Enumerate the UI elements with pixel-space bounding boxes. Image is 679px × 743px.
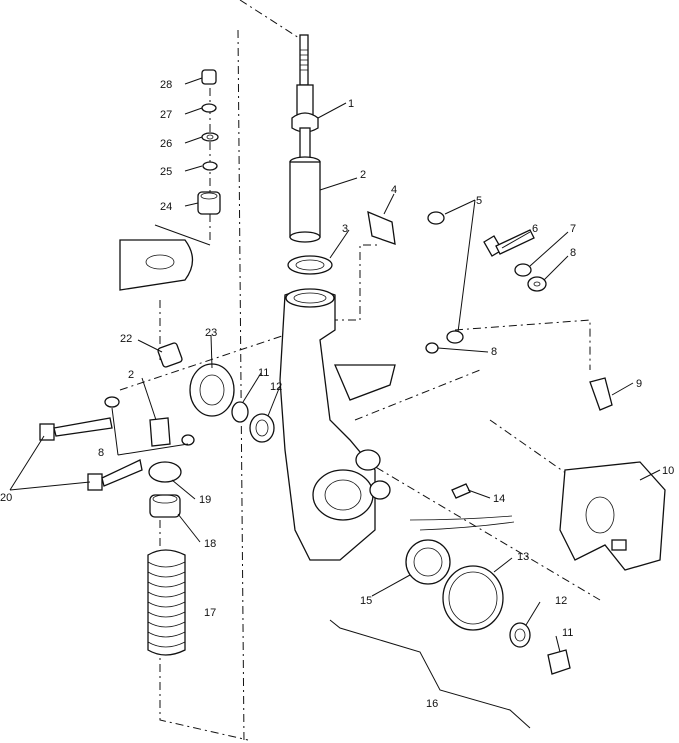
callout-20: 20 [0,492,12,504]
callout-27: 27 [160,109,172,121]
callout-19: 19 [199,494,211,506]
callout-8-middle: 8 [491,346,497,358]
callout-labels: 1 2 3 4 5 6 7 8 8 9 10 11 11 12 12 13 14… [0,79,674,710]
callout-12-right: 12 [555,595,567,607]
pad-part [589,377,613,411]
callout-8-right: 8 [570,247,576,259]
group-bracket-16 [329,619,531,729]
callout-25: 25 [160,166,172,178]
callout-7: 7 [570,223,576,235]
callout-12-left: 12 [270,381,282,393]
callout-14: 14 [493,493,505,505]
callout-11-left: 11 [258,367,269,379]
mount-bracket [119,224,211,291]
callout-1: 1 [348,98,354,110]
callout-3: 3 [342,223,348,235]
callout-28: 28 [160,79,172,91]
callout-15: 15 [360,595,372,607]
callout-11-right: 11 [562,627,573,639]
callout-24: 24 [160,201,172,213]
small-bracket-and-nuts [367,210,464,354]
callout-26: 26 [160,138,172,150]
callout-9: 9 [636,378,642,390]
left-side-parts [39,342,275,518]
callout-2: 2 [360,169,366,181]
brake-caliper-part [559,461,666,571]
callout-6: 6 [532,223,538,235]
callout-18: 18 [204,538,216,550]
callout-8-left: 8 [98,447,104,459]
bolt-washers-right [483,229,547,292]
callout-17: 17 [204,607,216,619]
callout-10: 10 [662,465,674,477]
hub-bearing-parts [405,483,571,675]
callout-16: 16 [426,698,438,710]
strut-housing [279,288,396,561]
shock-shaft-part [291,34,319,159]
ring-part [287,255,333,275]
top-mount-stack [197,69,221,215]
callout-22: 22 [120,333,132,345]
callout-2-left: 2 [128,369,134,381]
coil-spring-part [147,549,186,656]
callout-5: 5 [476,195,482,207]
leader-lines [9,77,661,653]
callout-4: 4 [391,184,397,196]
callout-23: 23 [205,327,217,339]
assembly-centerlines [119,0,601,743]
shock-body-part [289,156,321,243]
callout-13: 13 [517,551,529,563]
